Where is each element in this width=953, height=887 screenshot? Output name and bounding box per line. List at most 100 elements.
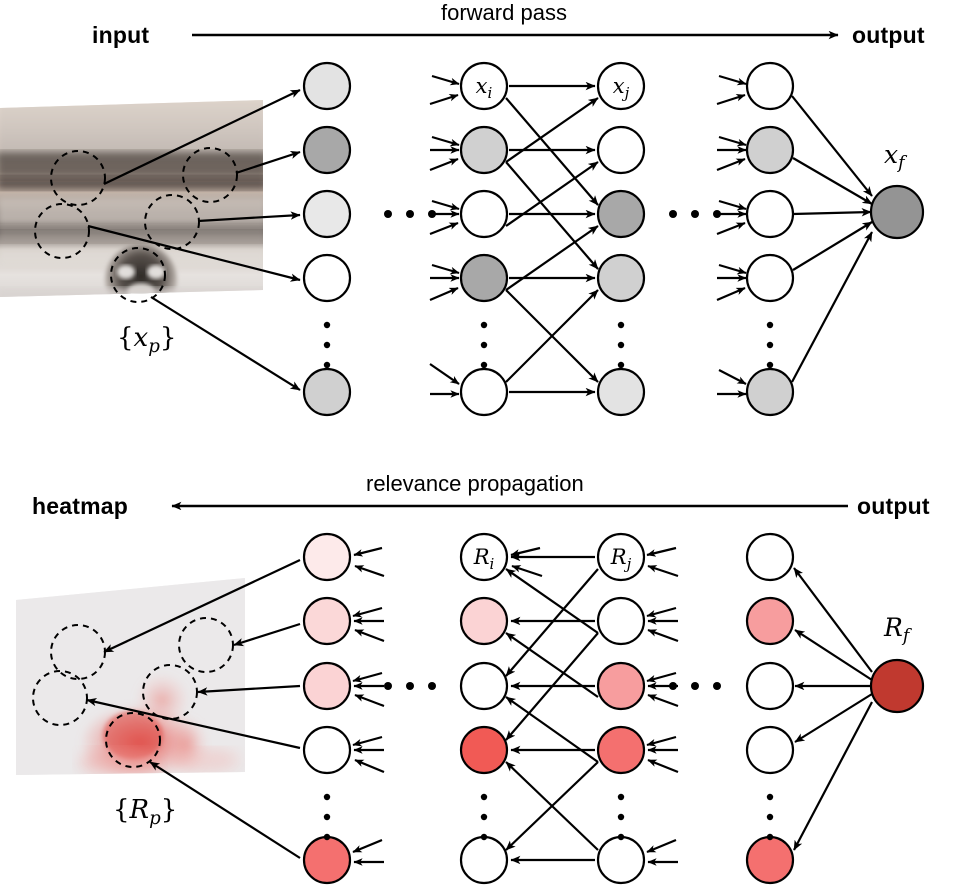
label-output-bottom: output [857, 493, 930, 519]
label-input: input [92, 22, 150, 48]
vertical-ellipsis-dot [480, 321, 488, 329]
network-node[interactable] [745, 125, 795, 175]
network-node[interactable] [596, 125, 646, 175]
network-node[interactable] [596, 532, 646, 582]
vertical-ellipsis-dot [480, 813, 488, 821]
horizontal-ellipsis-dot [428, 210, 436, 218]
label-x-f: xf [884, 140, 905, 174]
network-node[interactable] [459, 367, 509, 417]
network-node[interactable] [745, 661, 795, 711]
network-node[interactable] [596, 367, 646, 417]
network-node[interactable] [596, 661, 646, 711]
top-col1-in-stubs [429, 74, 460, 398]
horizontal-ellipsis-dot [406, 682, 414, 690]
bottom-output-connections [793, 567, 873, 851]
vertical-ellipsis-dot [766, 833, 774, 841]
bottom-layer-connections [505, 552, 599, 865]
network-node[interactable] [459, 532, 509, 582]
label-heatmap: heatmap [32, 493, 128, 519]
network-node[interactable] [459, 253, 509, 303]
bottom-col1-in-stubs [510, 546, 543, 578]
heatmap-image [16, 578, 245, 775]
vertical-ellipsis-dot [323, 361, 331, 369]
network-node[interactable] [459, 61, 509, 111]
node-label: Ri [473, 545, 495, 573]
network-node[interactable] [745, 596, 795, 646]
network-node[interactable] [302, 125, 352, 175]
network-node[interactable] [302, 532, 352, 582]
network-node[interactable] [302, 596, 352, 646]
output-node[interactable] [869, 184, 925, 240]
network-node[interactable] [745, 189, 795, 239]
vertical-ellipsis-dot [617, 813, 625, 821]
vertical-ellipsis-dot [480, 833, 488, 841]
network-node[interactable] [596, 596, 646, 646]
vertical-ellipsis-dot [480, 361, 488, 369]
vertical-ellipsis-dot [617, 321, 625, 329]
network-node[interactable] [459, 125, 509, 175]
network-node[interactable] [302, 835, 352, 885]
vertical-ellipsis-dot [617, 341, 625, 349]
network-node[interactable] [596, 725, 646, 775]
vertical-ellipsis-dot [480, 341, 488, 349]
network-node[interactable] [302, 367, 352, 417]
network-node[interactable] [302, 725, 352, 775]
horizontal-ellipsis-dot [384, 210, 392, 218]
bottom-col0-in-stubs [352, 546, 385, 866]
vertical-ellipsis-dot [617, 361, 625, 369]
bottom-col2-in-stubs [646, 546, 679, 866]
output-node[interactable] [869, 658, 925, 714]
input-patch-links [87, 89, 301, 391]
network-node[interactable] [745, 253, 795, 303]
vertical-ellipsis-dot [323, 321, 331, 329]
network-node[interactable] [302, 661, 352, 711]
network-node[interactable] [459, 835, 509, 885]
label-forward-pass: forward pass [441, 0, 567, 25]
vertical-ellipsis-dot [323, 813, 331, 821]
network-node[interactable] [745, 532, 795, 582]
network-node[interactable] [745, 835, 795, 885]
vertical-ellipsis-dot [766, 793, 774, 801]
horizontal-ellipsis-dot [713, 210, 721, 218]
vertical-ellipsis-dot [766, 813, 774, 821]
network-node[interactable] [302, 253, 352, 303]
vertical-ellipsis-dot [617, 793, 625, 801]
vertical-ellipsis-dot [323, 833, 331, 841]
horizontal-ellipsis-dot [691, 682, 699, 690]
heatmap-patch-links [86, 559, 301, 859]
vertical-ellipsis-dot [323, 793, 331, 801]
network-node[interactable] [745, 367, 795, 417]
vertical-ellipsis-dot [766, 341, 774, 349]
network-node[interactable] [459, 596, 509, 646]
network-node[interactable] [745, 725, 795, 775]
top-col3-in-stubs [716, 74, 747, 398]
vertical-ellipsis-dot [480, 793, 488, 801]
horizontal-ellipsis-dot [713, 682, 721, 690]
top-output-connections [791, 95, 873, 383]
horizontal-ellipsis-dot [669, 682, 677, 690]
network-node[interactable] [596, 61, 646, 111]
vertical-ellipsis-dot [766, 361, 774, 369]
label-input-patches: {xp} [117, 323, 177, 357]
network-node[interactable] [745, 61, 795, 111]
label-relevance-propagation: relevance propagation [366, 471, 584, 496]
network-node[interactable] [459, 661, 509, 711]
network-node[interactable] [596, 253, 646, 303]
vertical-ellipsis-dot [617, 833, 625, 841]
network-node[interactable] [596, 835, 646, 885]
horizontal-ellipsis-dot [691, 210, 699, 218]
horizontal-ellipsis-dot [669, 210, 677, 218]
network-node[interactable] [459, 189, 509, 239]
ellipsis-dots [323, 210, 774, 841]
label-R-f: Rf [884, 613, 910, 647]
input-image [0, 100, 263, 297]
network-node[interactable] [596, 189, 646, 239]
network-node[interactable] [302, 61, 352, 111]
network-node[interactable] [302, 189, 352, 239]
vertical-ellipsis-dot [323, 341, 331, 349]
network-node[interactable] [459, 725, 509, 775]
horizontal-ellipsis-dot [384, 682, 392, 690]
